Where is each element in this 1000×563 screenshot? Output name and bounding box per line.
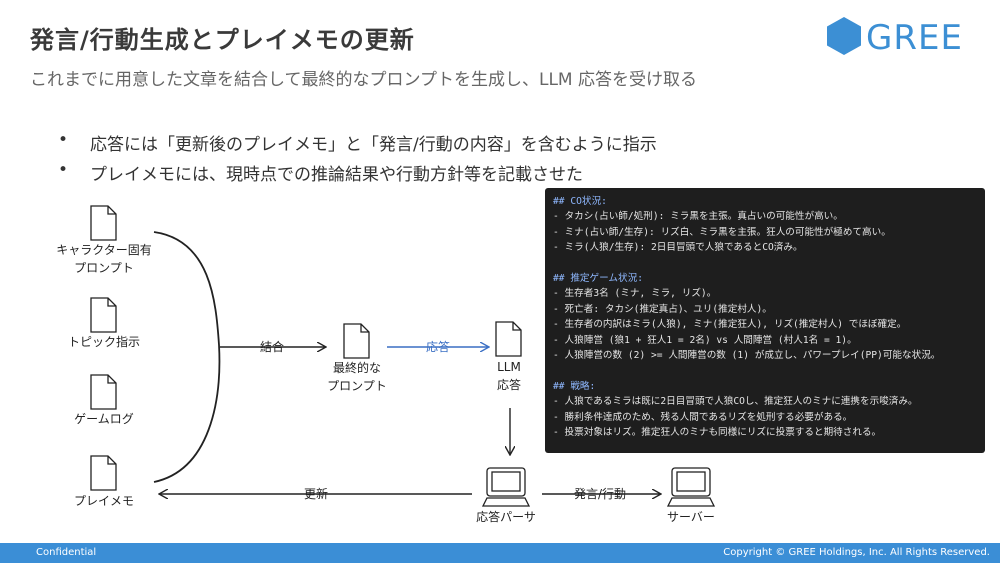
slide-subtitle: これまでに用意した文章を結合して最終的なプロンプトを生成し、LLM 応答を受け取…	[30, 70, 697, 90]
code-line	[553, 256, 977, 271]
code-heading: ## 推定ゲーム状況:	[553, 273, 643, 285]
bullet-list: 応答には「更新後のプレイメモ」と「発言/行動の内容」を含むように指示 プレイメモ…	[58, 130, 657, 190]
character-prompt-label: キャラクター固有	[56, 243, 152, 257]
document-icon	[90, 455, 117, 491]
topic-label: トピック指示	[68, 334, 140, 349]
code-line: - 生存者3名 (ミナ, ミラ, リズ)。	[553, 288, 717, 300]
combine-brace	[153, 231, 221, 483]
code-line: - 人狼であるミラは既に2日目冒頭で人狼COし、推定狂人のミナに連携を示唆済み。	[553, 396, 918, 408]
final-prompt-label: 最終的な	[333, 360, 381, 375]
document-icon	[343, 323, 370, 359]
play-memo-label: プレイメモ	[74, 494, 134, 508]
document-icon	[495, 321, 522, 357]
footer-confidential: Confidential	[36, 547, 97, 558]
gree-logo: GREE	[826, 16, 976, 60]
document-icon	[90, 374, 117, 410]
hexagon-logo-icon	[827, 17, 861, 55]
code-line: - タカシ(占い師/処刑): ミラ黒を主張。真占いの可能性が高い。	[553, 211, 843, 223]
server-label: サーバー	[667, 510, 715, 524]
final-prompt-label: プロンプト	[327, 379, 387, 393]
slide-title: 発言/行動生成とプレイメモの更新	[30, 26, 415, 54]
code-line	[553, 363, 977, 378]
play-memo-code-block: ## CO状況: - タカシ(占い師/処刑): ミラ黒を主張。真占いの可能性が高い…	[545, 188, 985, 453]
response-edge-label: 応答	[426, 339, 450, 354]
code-line: - ミナ(占い師/生存): リズ白、ミラ黒を主張。狂人の可能性が極めて高い。	[553, 226, 891, 238]
combine-edge-label: 結合	[260, 339, 284, 354]
code-line: - 人狼陣営 (狼1 + 狂人1 = 2名) vs 人間陣営 (村人1名 = 1…	[553, 334, 857, 346]
logo-text: GREE	[866, 18, 963, 58]
code-line: - ミラ(人狼/生存): 2日目冒頭で人狼であるとCO済み。	[553, 242, 803, 254]
llm-response-label: LLM	[497, 360, 521, 374]
code-line: - 生存者の内訳はミラ(人狼), ミナ(推定狂人), リズ(推定村人) でほぼ確…	[553, 319, 907, 331]
bullet-item: 応答には「更新後のプレイメモ」と「発言/行動の内容」を含むように指示	[58, 130, 657, 155]
computer-icon	[481, 467, 531, 507]
code-heading: ## 戦略:	[553, 380, 596, 392]
code-heading: ## CO状況:	[553, 196, 607, 207]
llm-response-label: 応答	[497, 377, 521, 392]
footer-bar: Confidential Copyright © GREE Holdings, …	[0, 543, 1000, 563]
parser-label: 応答パーサ	[476, 509, 536, 524]
character-prompt-label: プロンプト	[74, 261, 134, 275]
code-line: - 死亡者: タカシ(推定真占)、ユリ(推定村人)。	[553, 303, 772, 315]
computer-icon	[666, 467, 716, 507]
bullet-item: プレイメモには、現時点での推論結果や行動方針等を記載させた	[58, 160, 657, 185]
code-line: - 人狼陣営の数 (2) >= 人間陣営の数 (1) が成立し、パワープレイ(P…	[553, 350, 941, 362]
footer-copyright: Copyright © GREE Holdings, Inc. All Righ…	[723, 547, 990, 558]
game-log-label: ゲームログ	[74, 412, 134, 426]
speak-act-edge-label: 発言/行動	[574, 487, 626, 501]
document-icon	[90, 297, 117, 333]
update-edge-label: 更新	[304, 486, 328, 501]
code-line: - 投票対象はリズ。推定狂人のミナも同様にリズに投票すると期待される。	[553, 427, 882, 439]
code-line: - 勝利条件達成のため、残る人間であるリズを処刑する必要がある。	[553, 411, 853, 423]
document-icon	[90, 205, 117, 241]
